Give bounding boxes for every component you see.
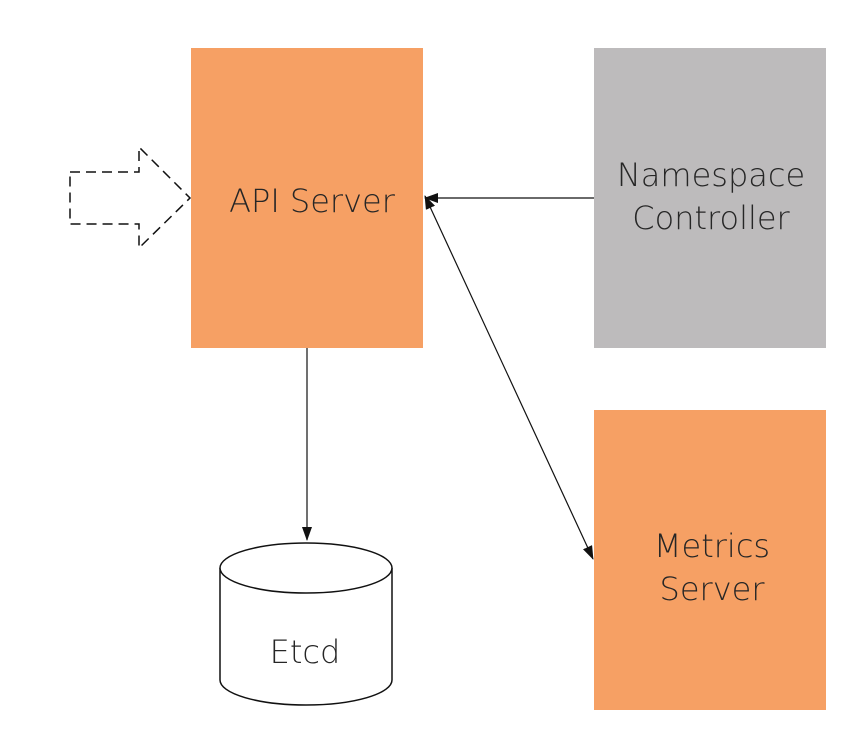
namespace-controller-node: Namespace Controller	[594, 48, 826, 348]
namespace-controller-label-line1: Namespace	[617, 156, 805, 194]
api-server-node: API Server	[191, 48, 423, 348]
api-server-metrics-server-edge	[424, 195, 594, 560]
etcd-cylinder-top	[219, 542, 393, 594]
namespace-controller-label-line2: Controller	[632, 199, 790, 237]
metrics-server-label-line2: Server	[660, 570, 766, 608]
etcd-cylinder-body	[219, 568, 393, 706]
api-server-box	[191, 48, 423, 348]
metrics-server-node: Metrics Server	[594, 410, 826, 710]
metrics-server-label-line1: Metrics	[654, 527, 770, 565]
etcd-node: Etcd	[219, 542, 393, 706]
external-request-arrow	[69, 145, 192, 250]
namespace-controller-box	[594, 48, 826, 348]
metrics-server-box	[594, 410, 826, 710]
api-server-label: API Server	[229, 182, 396, 220]
etcd-label: Etcd	[270, 633, 341, 671]
